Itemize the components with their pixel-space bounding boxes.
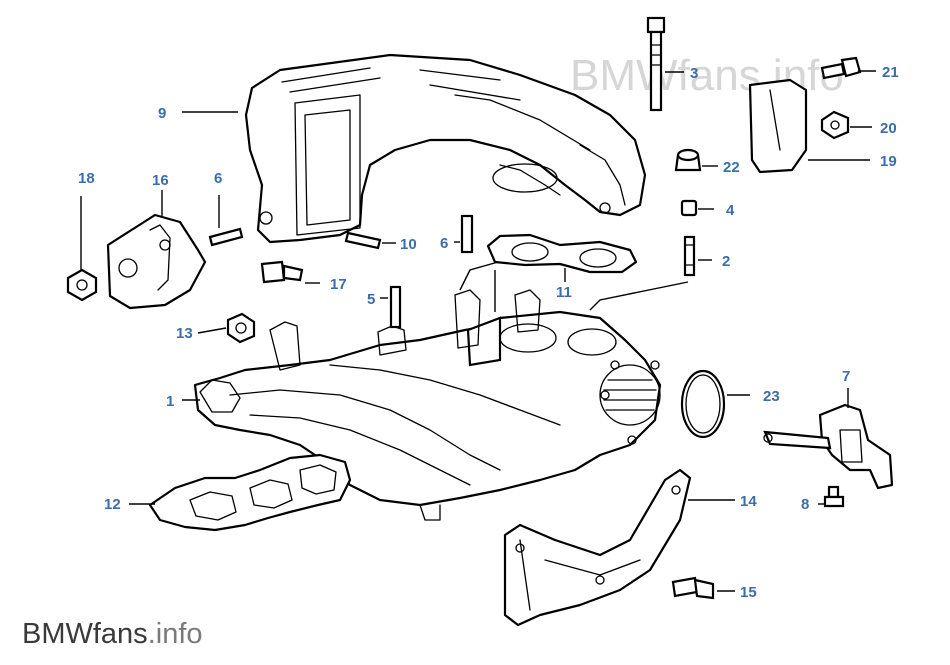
leader-lines xyxy=(80,70,876,592)
callout-21: 21 xyxy=(882,64,899,81)
part-stud-6b[interactable] xyxy=(460,214,474,254)
callout-15: 15 xyxy=(740,584,757,601)
callout-14: 14 xyxy=(740,493,757,510)
part-bracket-16[interactable] xyxy=(106,213,207,310)
watermark-bottom-suffix: .info xyxy=(148,618,203,650)
callout-1: 1 xyxy=(166,393,174,410)
part-stud-5[interactable] xyxy=(389,285,402,329)
callout-16: 16 xyxy=(152,172,169,189)
part-lower-manifold[interactable] xyxy=(193,289,662,521)
part-nut-20[interactable] xyxy=(820,110,850,140)
part-idle-valve-7[interactable] xyxy=(763,403,894,490)
callout-10: 10 xyxy=(400,236,417,253)
part-stud-10[interactable] xyxy=(344,231,382,250)
part-gasket-11[interactable] xyxy=(486,233,638,274)
callout-18: 18 xyxy=(78,170,95,187)
callout-labels: 1 2 3 4 5 6 6 7 8 9 10 11 12 13 14 15 16… xyxy=(78,64,899,601)
callout-7: 7 xyxy=(842,368,850,385)
part-screw-8[interactable] xyxy=(823,485,845,508)
watermark-bottom-main: BMWfans xyxy=(22,618,148,650)
callout-4: 4 xyxy=(726,202,735,219)
part-stud-6a[interactable] xyxy=(208,227,244,247)
part-gasket-12[interactable] xyxy=(148,453,352,532)
part-o-ring-23-inner xyxy=(685,374,721,434)
watermark-bottom: BMWfans.info xyxy=(22,618,203,650)
callout-2: 2 xyxy=(722,253,730,270)
part-bolt-21[interactable] xyxy=(820,56,862,80)
part-nut-13[interactable] xyxy=(226,312,256,344)
callout-20: 20 xyxy=(880,120,897,137)
callout-5: 5 xyxy=(367,291,375,308)
callout-11: 11 xyxy=(556,284,572,301)
part-spacer-4[interactable] xyxy=(680,199,698,217)
part-bracket-19[interactable] xyxy=(748,78,808,174)
callout-13: 13 xyxy=(176,325,193,342)
part-o-ring-23[interactable] xyxy=(680,369,726,439)
part-stud-2[interactable] xyxy=(683,235,696,277)
part-bolt-17[interactable] xyxy=(260,260,304,284)
part-bracket-14[interactable] xyxy=(503,468,692,627)
callout-6b: 6 xyxy=(440,235,448,252)
callout-23: 23 xyxy=(763,388,780,405)
part-nut-22[interactable] xyxy=(674,148,702,172)
callout-17: 17 xyxy=(330,276,347,293)
callout-3: 3 xyxy=(690,65,698,82)
part-bolt-15[interactable] xyxy=(671,576,715,600)
callout-19: 19 xyxy=(880,153,897,170)
callout-8: 8 xyxy=(801,496,809,513)
part-nut-18[interactable] xyxy=(66,268,98,302)
callout-12: 12 xyxy=(104,496,121,513)
callout-22: 22 xyxy=(723,159,740,176)
part-bolt-3[interactable] xyxy=(646,16,666,112)
part-upper-manifold[interactable] xyxy=(244,53,647,244)
callout-6a: 6 xyxy=(214,170,222,187)
callout-9: 9 xyxy=(158,105,166,122)
